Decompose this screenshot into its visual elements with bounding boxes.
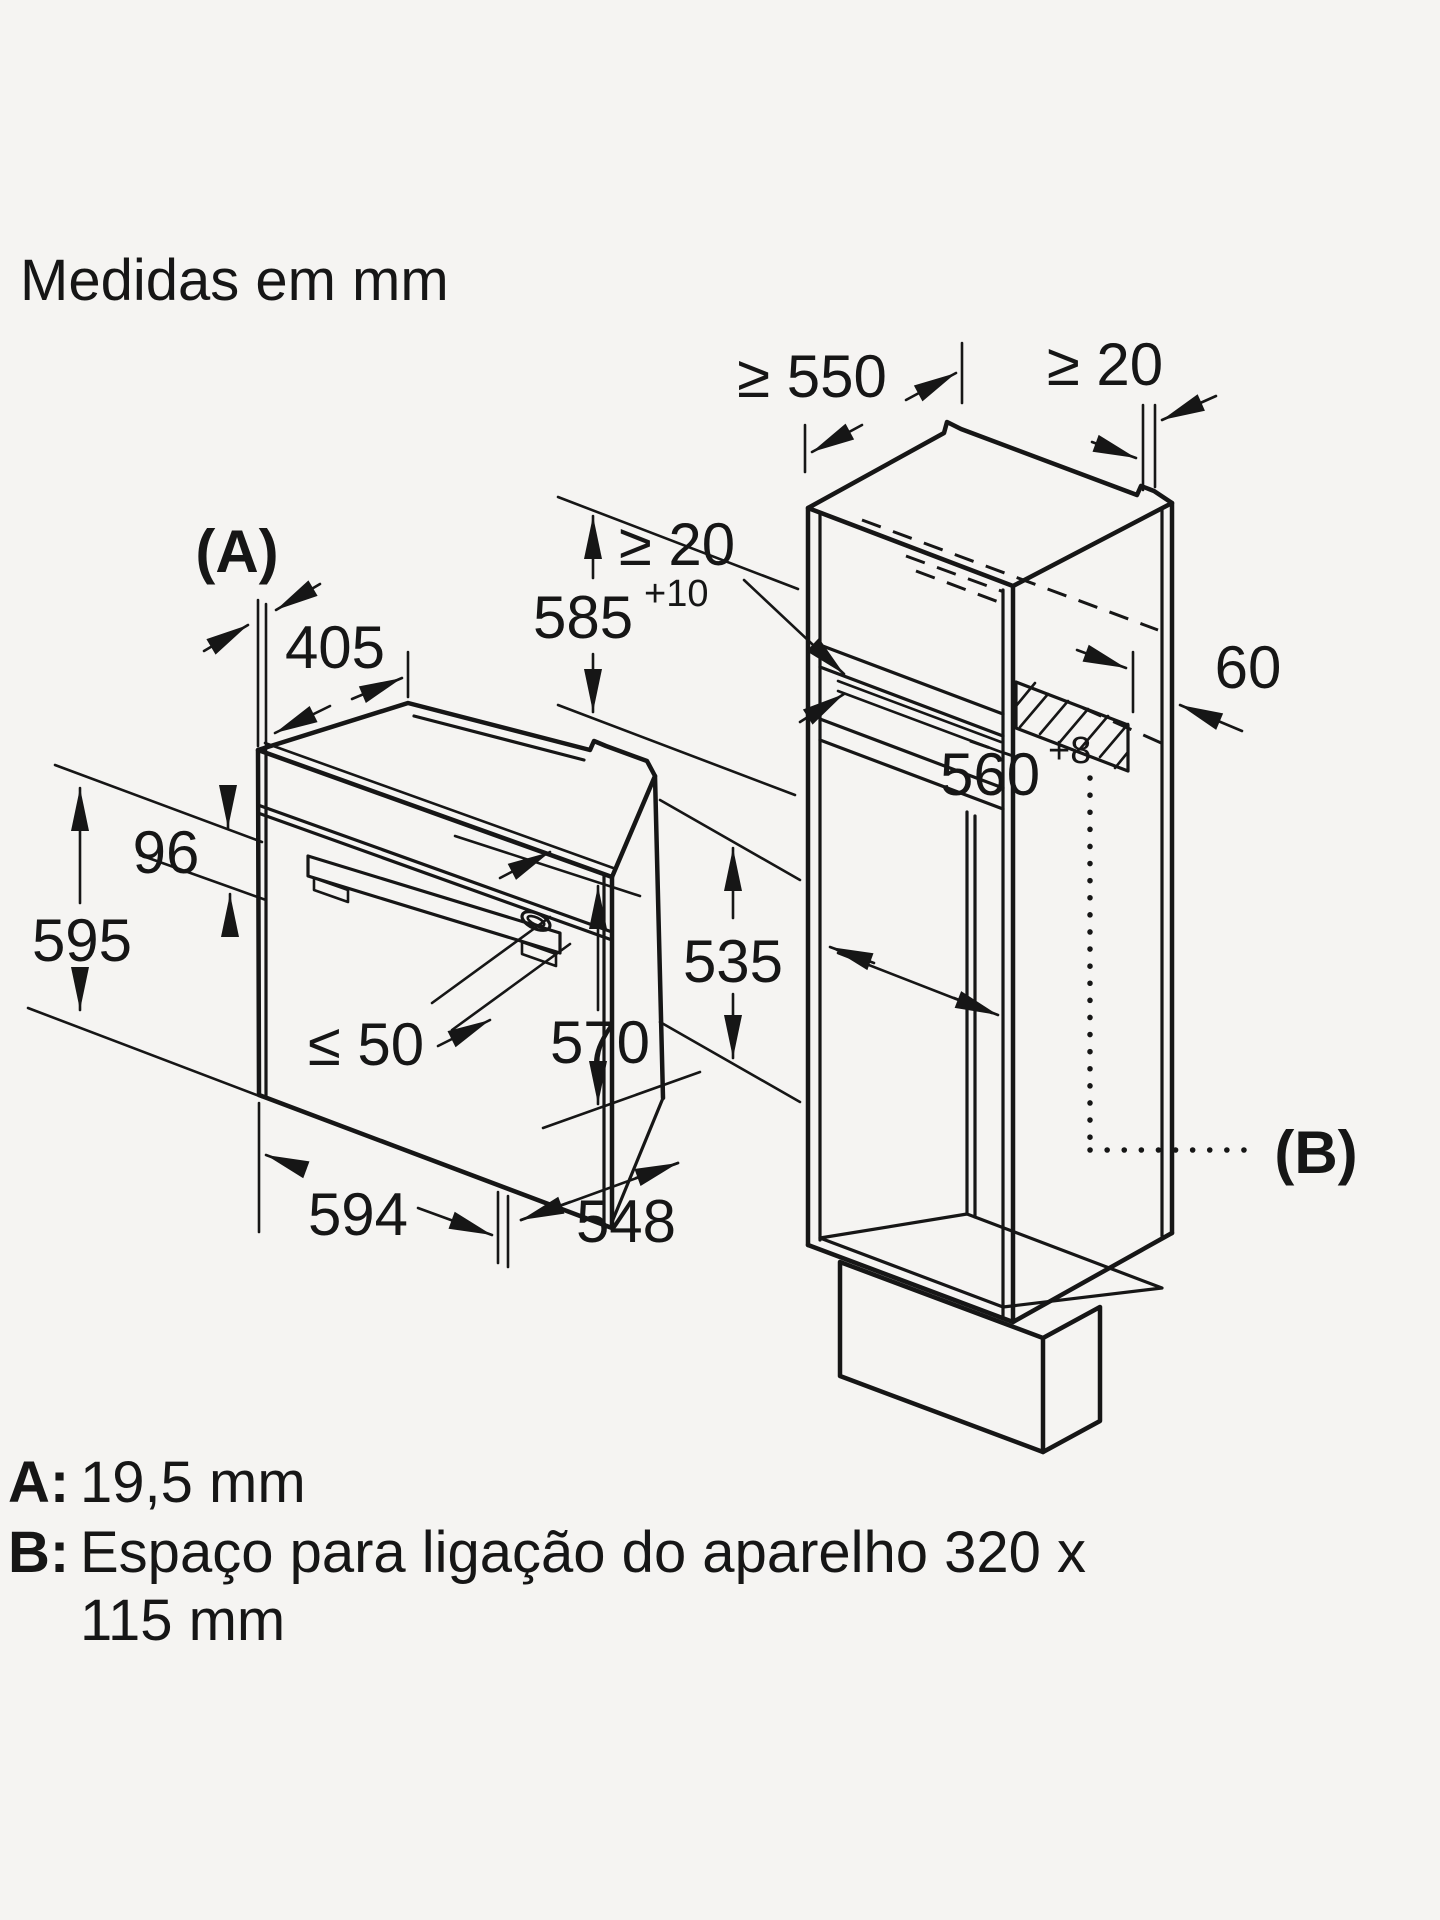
label-niche-width-tolerance: +8 <box>1048 730 1091 772</box>
label-inner-height: 535 <box>683 928 783 995</box>
label-control-panel-height: 96 <box>133 819 200 886</box>
dim-405-arrow-2 <box>350 676 404 703</box>
cabinet-drawing <box>805 419 1251 1455</box>
dim-548-arrow-right <box>634 1161 680 1186</box>
label-door-clearance: ≤ 50 <box>308 1011 424 1078</box>
oven-body-right-edge <box>652 773 666 1101</box>
dimension-annotations <box>26 341 1244 1269</box>
label-top-recess-depth: 405 <box>285 614 385 681</box>
cabinet-hidden-edge-5 <box>969 739 1014 758</box>
dim-570-ext-bottom <box>541 1070 702 1130</box>
dim-50-ext-1 <box>450 942 572 1032</box>
dim-50-arrow-1 <box>436 1018 492 1048</box>
cabinet-top-face <box>805 419 1175 589</box>
label-body-depth: 570 <box>550 1009 650 1076</box>
legend-a-key: A: <box>8 1450 69 1515</box>
dim-60-arrow-2 <box>1178 703 1244 733</box>
label-cabinet-min-depth: ≥ 550 <box>737 343 887 410</box>
label-front-frame-a: (A) <box>195 518 278 585</box>
dim-a-arrow-2 <box>202 623 250 655</box>
cabinet-vent-line-1 <box>836 679 1003 744</box>
label-oven-depth: 548 <box>576 1188 676 1255</box>
dim-548-arrow-left <box>519 1196 572 1222</box>
legend: A: 19,5 mm B: Espaço para ligação do apa… <box>8 1450 1086 1653</box>
label-vent-gap: ≥ 20 <box>619 511 735 578</box>
dim-585-ext-top <box>556 495 800 591</box>
oven-handle-foot-right <box>520 940 558 968</box>
legend-a-value: 19,5 mm <box>80 1450 306 1515</box>
oven-door-handle <box>306 854 562 955</box>
oven-top-rim-line <box>412 714 586 762</box>
label-top-gap: ≥ 20 <box>1047 331 1163 398</box>
cabinet-shelf-b-bottom <box>818 738 1005 811</box>
dim-20top-arrow-1 <box>1090 434 1138 460</box>
dim-ext-oven-mid <box>138 853 268 902</box>
cabinet-shelf-b-top <box>818 717 1005 790</box>
dim-20mid-arrow-2 <box>798 692 846 725</box>
dim-405-arrow-1 <box>273 704 332 735</box>
dim-50-arrow-2 <box>498 850 552 880</box>
dim-594-arrow-left <box>264 1153 310 1179</box>
dim-ext-oven-bottom <box>26 1006 264 1099</box>
legend-b-value-line2: 115 mm <box>80 1588 285 1653</box>
oven-control-panel-line-2 <box>256 811 614 942</box>
oven-drawing <box>255 700 666 1231</box>
dim-535-ext-bottom <box>658 1020 802 1104</box>
cabinet-side-bottom-edge <box>1010 1230 1175 1325</box>
dim-a-arrow-1 <box>274 580 322 612</box>
dim-550-arrow-1 <box>810 423 864 454</box>
oven-handle-foot-left <box>312 876 350 904</box>
label-niche-height-tolerance: +10 <box>644 573 708 615</box>
cabinet-shelf-a-top <box>818 643 1005 716</box>
cabinet-plinth-side <box>1040 1304 1103 1455</box>
oven-top-face <box>255 700 658 880</box>
oven-top-front-line <box>263 741 618 871</box>
dim-594-arrow-right <box>416 1206 494 1237</box>
cabinet-hidden-edge-1 <box>861 518 1159 632</box>
dim-560-arrow-left <box>828 945 876 971</box>
dim-20top-arrow-2 <box>1160 394 1218 422</box>
label-niche-width: 560 <box>940 741 1040 808</box>
label-oven-width: 594 <box>308 1181 408 1248</box>
dim-60-arrow-1 <box>1075 644 1128 670</box>
label-rear-offset: 60 <box>1215 634 1282 701</box>
cabinet-hidden-edge-3 <box>915 569 1005 606</box>
dim-50-ext-2 <box>430 915 552 1005</box>
dim-570-ext-top <box>453 834 642 898</box>
dimension-labels: (A) 405 96 595 ≤ 50 570 535 594 548 585 … <box>32 331 1358 1255</box>
cabinet-hidden-edge-4 <box>1082 706 1169 748</box>
dim-550-arrow-2 <box>904 371 958 402</box>
label-oven-height: 595 <box>32 907 132 974</box>
label-niche-height: 585 <box>533 584 633 651</box>
label-connection-point-b: (B) <box>1274 1119 1357 1186</box>
dim-585-ext-bottom <box>556 703 797 797</box>
oven-control-panel-line-1 <box>256 803 614 934</box>
cabinet-hidden-edge-2 <box>905 554 1005 594</box>
oven-front-face <box>255 747 615 1231</box>
legend-b-key: B: <box>8 1520 69 1585</box>
cabinet-shelf-a-bottom <box>818 665 1005 738</box>
dim-560-arrow-right <box>952 991 1000 1017</box>
legend-b-value-line1: Espaço para ligação do aparelho 320 x <box>80 1520 1086 1585</box>
cabinet-floor <box>818 1212 1164 1309</box>
dim-535-ext-top <box>658 798 802 882</box>
cabinet-bottom-front-edge <box>805 1242 1016 1325</box>
page-title: Medidas em mm <box>20 248 449 313</box>
connection-space-hatch-lines <box>1014 681 1130 770</box>
dim-20mid-arrow-1 <box>742 578 846 676</box>
oven-body-bottom-edge <box>610 1096 665 1224</box>
